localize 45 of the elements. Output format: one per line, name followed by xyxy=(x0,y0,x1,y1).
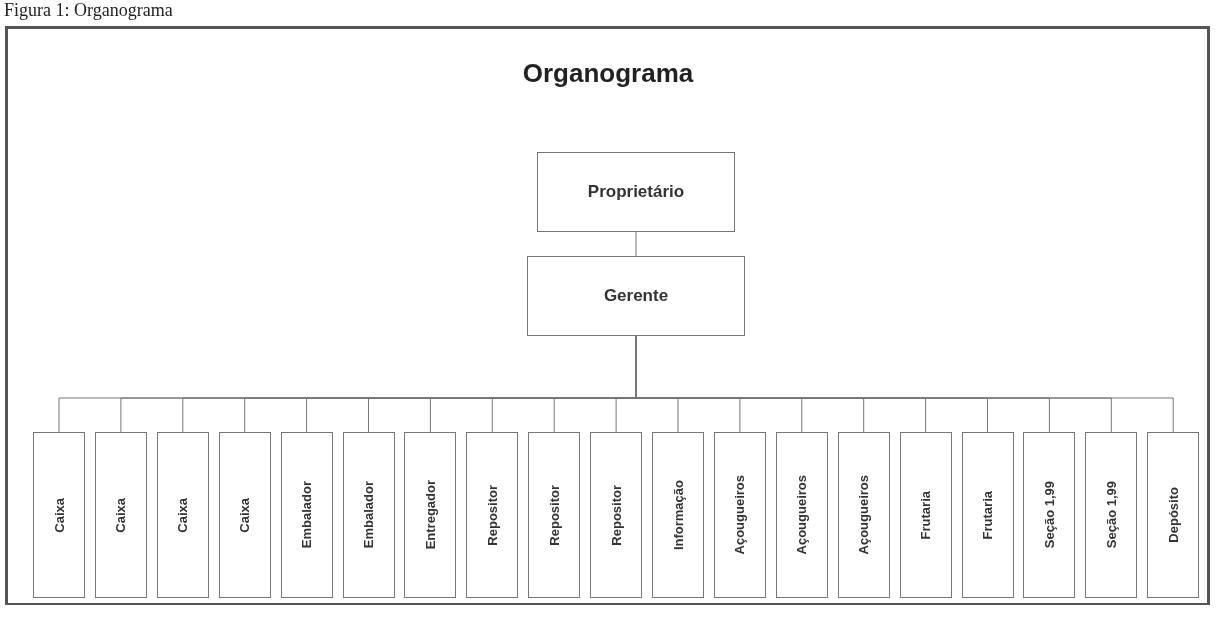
role-label: Caixa xyxy=(237,497,253,533)
role-box xyxy=(404,432,457,598)
role-box xyxy=(590,432,643,598)
role-label: Embalador xyxy=(299,481,315,549)
position-box xyxy=(537,152,735,232)
chart-title: Organograma xyxy=(521,58,695,89)
role-label: Frutaria xyxy=(918,490,934,540)
role-box xyxy=(652,432,704,598)
role-label: Açougueiros xyxy=(732,475,748,555)
role-box xyxy=(466,432,519,598)
role-label: Seção 1,99 xyxy=(1103,481,1119,549)
role-box xyxy=(713,432,766,598)
role-box xyxy=(961,432,1014,598)
role-box xyxy=(837,432,890,598)
role-box xyxy=(899,432,952,598)
role-label: Açougueiros xyxy=(856,475,872,555)
role-box xyxy=(1023,432,1076,598)
role-label: Seção 1,99 xyxy=(1041,481,1057,549)
connector-line xyxy=(635,231,637,257)
role-label: Depósito xyxy=(1165,487,1181,543)
role-box xyxy=(775,432,828,598)
role-label: Caixa xyxy=(51,497,67,533)
role-box xyxy=(33,432,85,598)
role-label: Repositor xyxy=(608,484,624,546)
role-box xyxy=(1085,432,1138,598)
role-label: Embalador xyxy=(361,481,376,549)
role-label: Açougueiros xyxy=(794,475,810,555)
role-label: Caixa xyxy=(175,497,191,533)
role-box xyxy=(94,432,147,598)
figure-caption: Figura 1: Organograma xyxy=(4,0,173,21)
role-label: Caixa xyxy=(113,497,129,533)
role-box xyxy=(528,432,581,598)
role-box xyxy=(342,432,395,598)
role-box xyxy=(218,432,271,598)
role-label: Proprietário xyxy=(587,182,685,202)
role-label: Repositor xyxy=(546,484,562,546)
role-label: Frutaria xyxy=(980,490,995,540)
role-label: Gerente xyxy=(603,286,669,306)
role-label: Entregador xyxy=(422,480,438,550)
role-box xyxy=(1147,432,1200,598)
role-label: Informação xyxy=(670,479,686,551)
role-box xyxy=(280,432,333,598)
role-box xyxy=(156,432,209,598)
position-box xyxy=(527,256,745,336)
role-label: Repositor xyxy=(484,484,500,546)
